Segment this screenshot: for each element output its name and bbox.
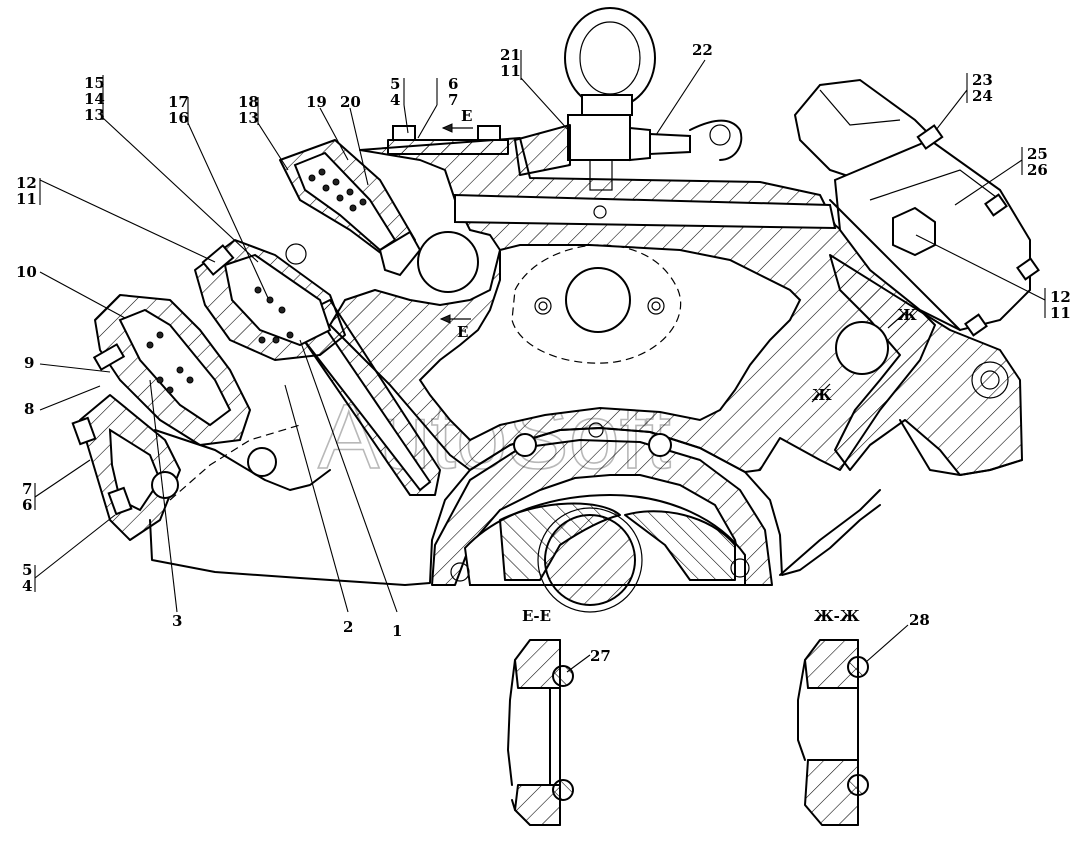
callout-19: 19 (306, 93, 327, 111)
section-ee-title: Е-Е (522, 607, 551, 625)
callout-7: 7 (22, 480, 32, 498)
callout-5-top: 5 (390, 75, 400, 93)
callout-7-top: 7 (448, 91, 458, 109)
section-markers: Е Е Ж Ж (439, 107, 917, 404)
callout-6: 6 (22, 496, 32, 514)
callout-9: 9 (24, 354, 34, 372)
callout-27: 27 (590, 647, 611, 665)
callout-16: 16 (168, 109, 189, 127)
callout-6-top: 6 (448, 75, 458, 93)
left-valve-assembly (71, 139, 441, 541)
callout-labels: 15 14 13 17 16 18 13 19 20 12 11 10 9 8 … (16, 41, 1071, 665)
callout-21: 21 (500, 46, 521, 64)
callout-24: 24 (972, 87, 993, 105)
callout-11-right: 11 (1050, 304, 1071, 322)
callout-2: 2 (343, 618, 353, 636)
callout-18: 18 (238, 93, 259, 111)
callout-4-top: 4 (390, 91, 400, 109)
callout-14: 14 (84, 90, 105, 108)
section-mark-zh-upper: Ж (897, 306, 917, 324)
callout-11-left: 11 (16, 190, 37, 208)
callout-17: 17 (168, 93, 189, 111)
section-mark-e-top: Е (461, 107, 472, 125)
callout-3: 3 (172, 612, 182, 630)
callout-8: 8 (24, 400, 34, 418)
section-zhzh-title: Ж-Ж (814, 607, 860, 625)
callout-13: 13 (84, 106, 105, 124)
callout-23: 23 (972, 71, 993, 89)
section-mark-zh-lower: Ж (812, 386, 832, 404)
callout-5-left: 5 (22, 561, 32, 579)
callout-25: 25 (1027, 145, 1048, 163)
callout-1: 1 (392, 622, 402, 640)
callout-10: 10 (16, 263, 37, 281)
callout-26: 26 (1027, 161, 1048, 179)
callout-22: 22 (692, 41, 713, 59)
section-ee-detail: Е-Е (507, 607, 574, 826)
callout-28: 28 (909, 611, 930, 629)
callout-20: 20 (340, 93, 361, 111)
callout-11-top: 11 (500, 62, 521, 80)
leader-lines (34, 50, 1046, 673)
lifting-eye-assembly (387, 7, 743, 191)
callout-4-left: 4 (22, 577, 32, 595)
callout-12-right: 12 (1050, 288, 1071, 306)
section-mark-e-bottom: Е (457, 323, 468, 341)
callout-13-b: 13 (238, 109, 259, 127)
callout-15: 15 (84, 74, 105, 92)
callout-12-left: 12 (16, 174, 37, 192)
section-zhzh-detail: Ж-Ж (797, 607, 869, 826)
crankcase-body (149, 137, 1023, 613)
